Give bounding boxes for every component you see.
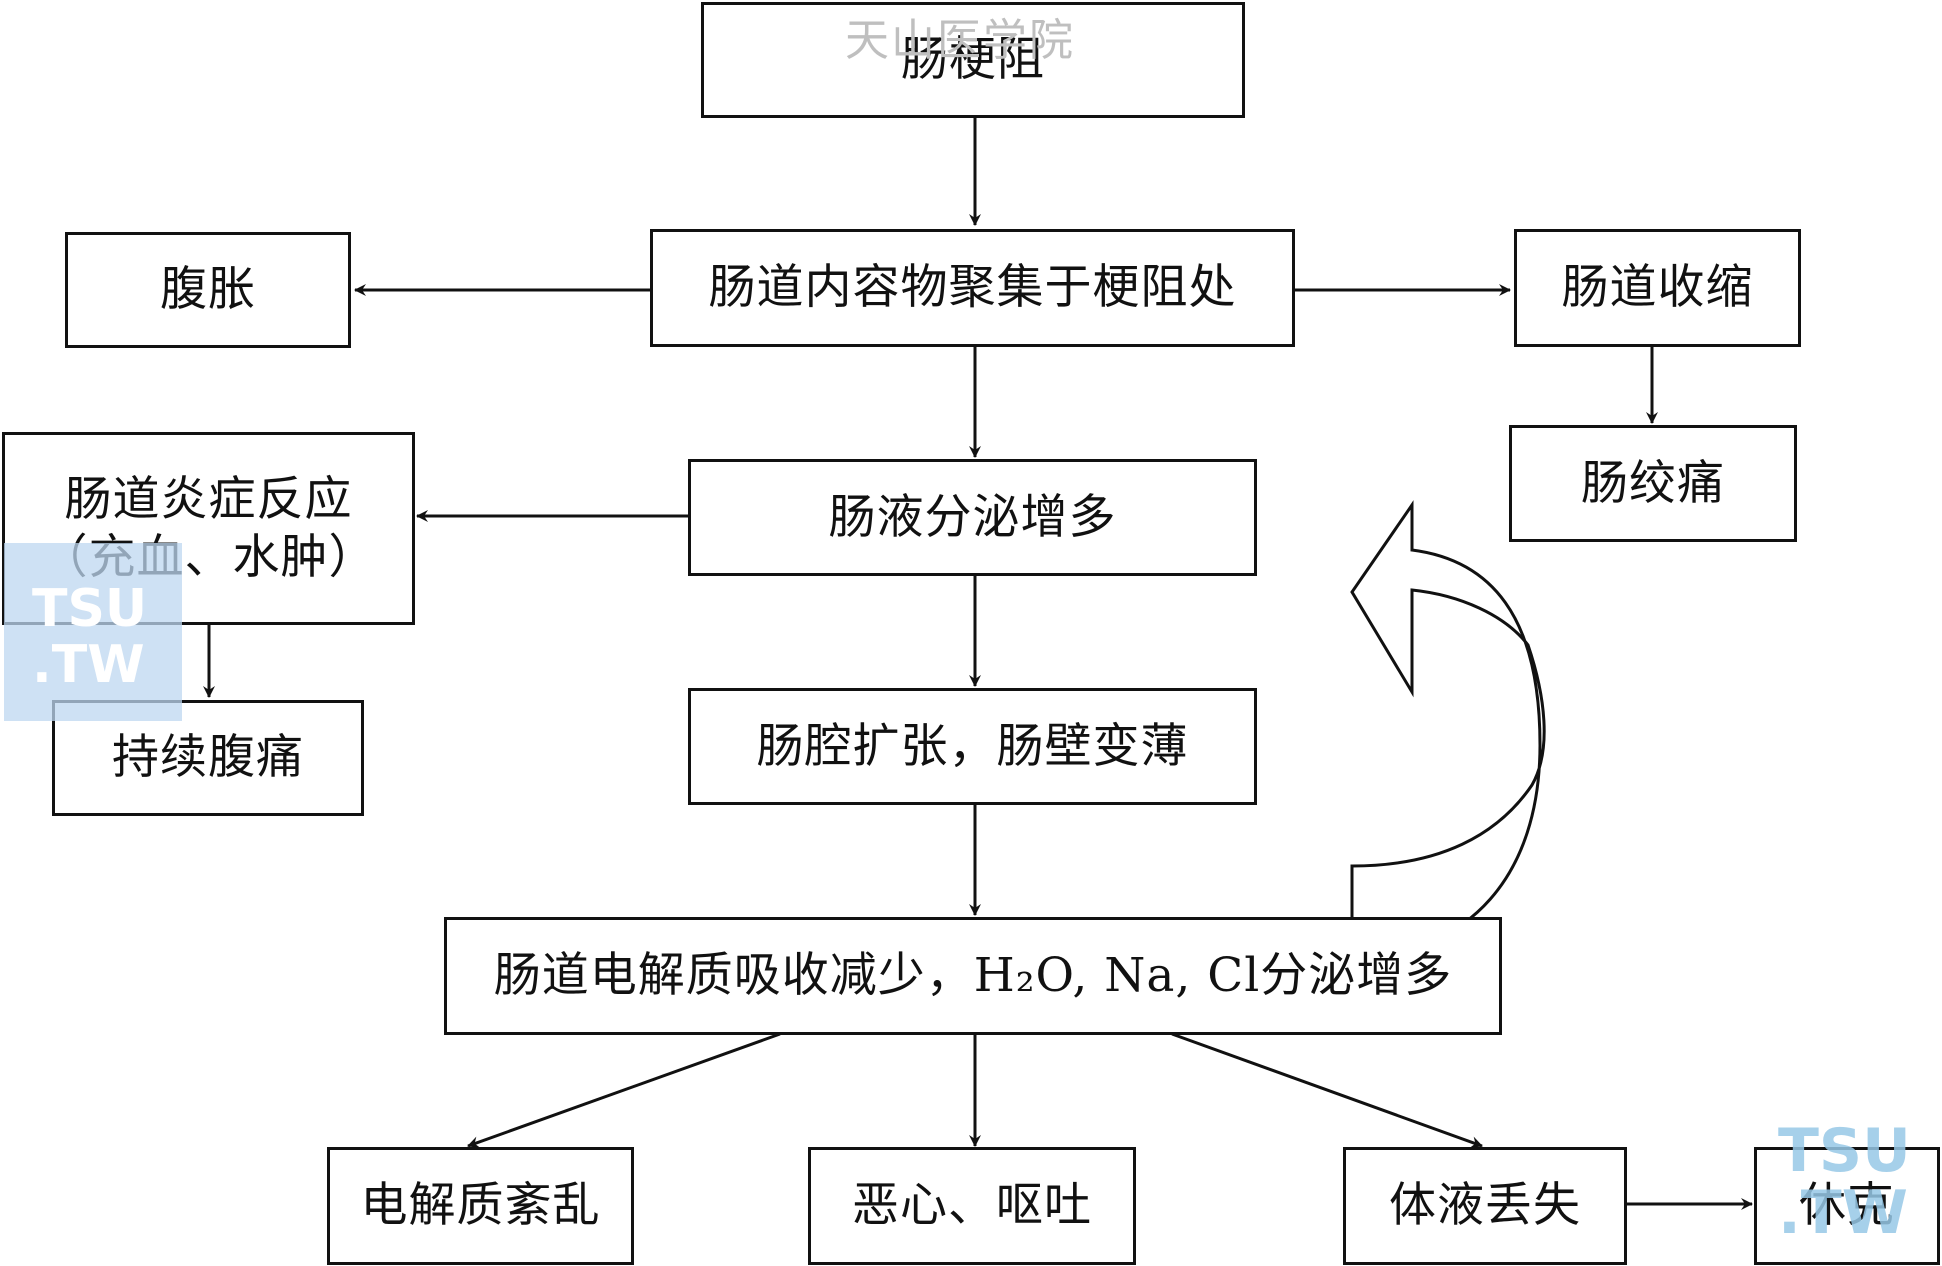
node-colic: 肠绞痛 [1509, 425, 1797, 542]
node-accumulation-label: 肠道内容物聚集于梗阻处 [708, 260, 1237, 316]
node-shock-label: 休克 [1799, 1178, 1895, 1234]
edge-electrolyte-to-disorder [467, 1032, 781, 1148]
node-disorder-label: 电解质紊乱 [360, 1178, 601, 1234]
node-inflammation-label-1: 肠道炎症反应 [64, 472, 353, 528]
watermark-logo-left-line1: TSU [32, 579, 148, 639]
watermark-logo-left-line2: .TW [32, 635, 145, 695]
node-secretion: 肠液分泌增多 [688, 459, 1257, 576]
node-accumulation: 肠道内容物聚集于梗阻处 [650, 229, 1295, 347]
node-colic-label: 肠绞痛 [1581, 455, 1725, 511]
node-dilation: 肠腔扩张，肠壁变薄 [688, 688, 1257, 805]
node-obstruction: 肠梗阻 [701, 2, 1245, 118]
node-nausea-label: 恶心、呕吐 [852, 1178, 1092, 1234]
node-contraction: 肠道收缩 [1514, 229, 1801, 347]
node-fluid-loss-label: 体液丢失 [1389, 1178, 1581, 1234]
watermark-logo-right: TSU .TW [1758, 1120, 1942, 1266]
node-distension: 腹胀 [65, 232, 351, 348]
node-fluid-loss: 体液丢失 [1343, 1147, 1627, 1265]
node-nausea: 恶心、呕吐 [808, 1147, 1136, 1265]
node-disorder: 电解质紊乱 [327, 1147, 634, 1265]
edge-electrolyte-to-fluid-loss [1171, 1032, 1483, 1148]
node-distension-label: 腹胀 [160, 262, 256, 318]
node-shock: 休克 [1754, 1147, 1940, 1265]
feedback-loop-arrow [1350, 500, 1546, 960]
node-obstruction-label: 肠梗阻 [901, 32, 1045, 88]
watermark-logo-right-line1: TSU [1778, 1116, 1911, 1186]
node-electrolyte-label: 肠道电解质吸收减少，H₂O, Na, Cl分泌增多 [493, 948, 1453, 1004]
node-persistent-pain-label: 持续腹痛 [112, 730, 304, 786]
node-contraction-label: 肠道收缩 [1561, 260, 1754, 316]
node-dilation-label: 肠腔扩张，肠壁变薄 [756, 718, 1189, 774]
watermark-logo-left: TSU .TW [4, 543, 182, 721]
node-secretion-label: 肠液分泌增多 [828, 489, 1117, 545]
watermark-logo-right-line2: .TW [1778, 1178, 1908, 1248]
watermark-text: 天山医学院 [845, 15, 1075, 66]
node-electrolyte: 肠道电解质吸收减少，H₂O, Na, Cl分泌增多 [444, 917, 1502, 1035]
